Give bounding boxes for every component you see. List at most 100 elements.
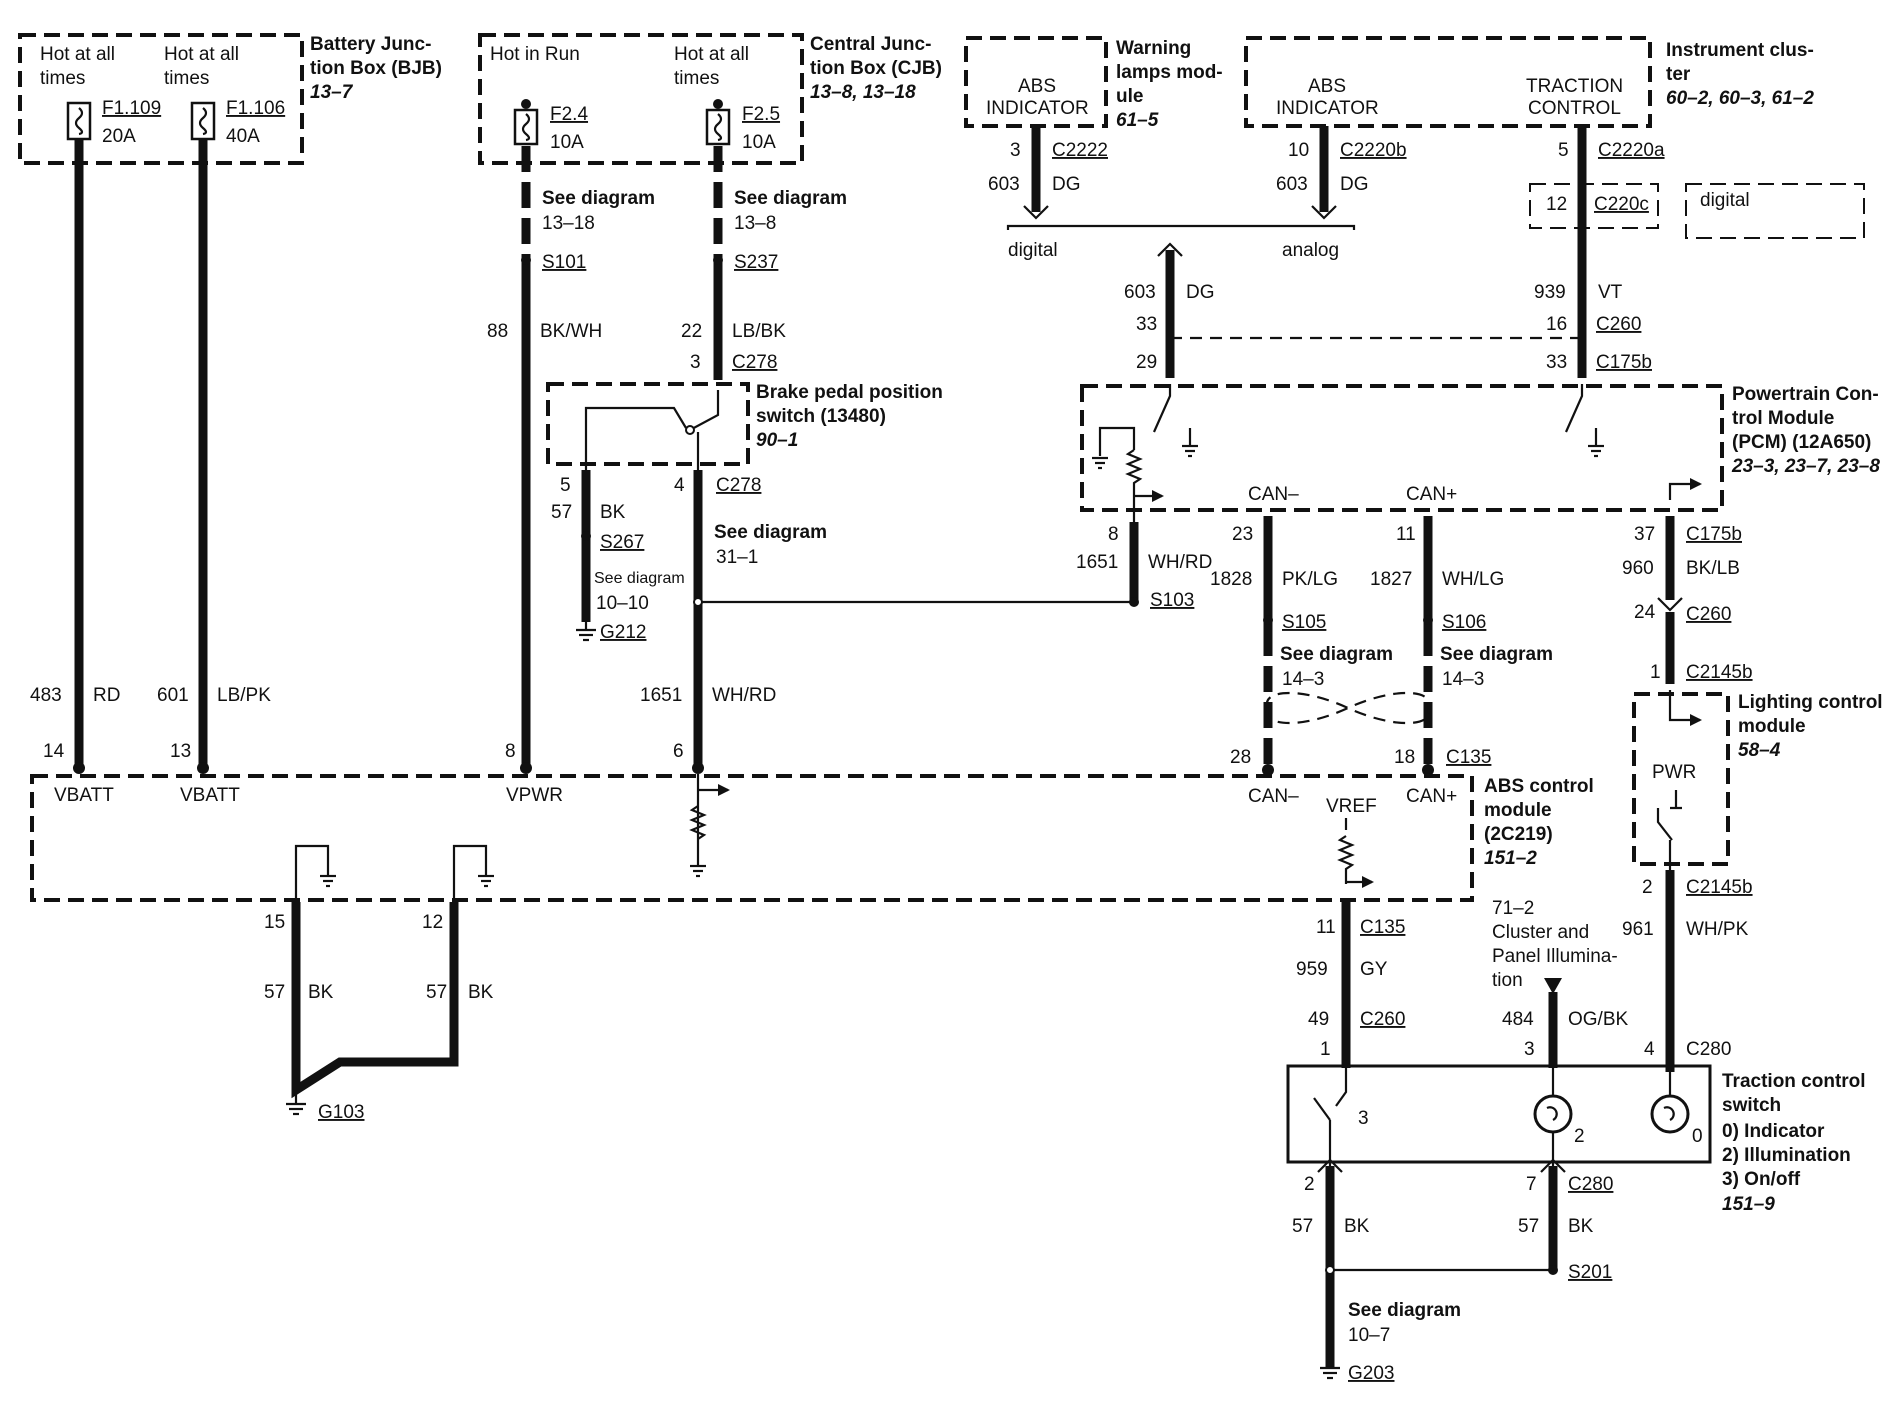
see-diagram-s237: See diagram (734, 188, 847, 209)
connector-c260-bottom: C260 (1360, 1009, 1405, 1030)
pin-3-c278: 3 (690, 352, 701, 373)
fuse-f1106-rating: 40A (226, 126, 260, 147)
label-601: 601 (157, 685, 189, 706)
see-diagram-s201: See diagram (1348, 1300, 1461, 1321)
label-939: 939 (1534, 282, 1566, 303)
s201-tap-dot (1325, 1265, 1335, 1275)
label-lbpk: LB/PK (217, 685, 271, 706)
tcs-legend-0: 0) Indicator (1722, 1121, 1825, 1142)
lcm-title-1: Lighting control (1738, 692, 1883, 713)
label-483: 483 (30, 685, 62, 706)
ground-g203-label: G203 (1348, 1363, 1394, 1384)
pin-33-c260-left: 33 (1136, 314, 1157, 335)
see-diagram-s106: See diagram (1440, 644, 1553, 665)
see-diagram-s105-ref: 14–3 (1282, 669, 1324, 690)
abs-control-module: VBATT VBATT VPWR CAN– CAN+ VREF ABS cont… (30, 774, 1594, 902)
splice-s103-dot (1129, 597, 1139, 607)
wlm-indicator-label: INDICATOR (986, 98, 1089, 119)
fuse-f25-rating: 10A (742, 132, 776, 153)
splice-s201-label: S201 (1568, 1262, 1612, 1283)
splice-s237-label: S237 (734, 252, 778, 273)
bpp-ref: 90–1 (756, 430, 798, 451)
central-junction-box: Hot in Run Hot at all times F2.4 10A F2.… (478, 33, 942, 165)
lcm-title-2: module (1738, 716, 1806, 737)
label-bklb: BK/LB (1686, 558, 1740, 579)
label-57-mid: 57 (426, 982, 447, 1003)
traction-control-switch: 3 2 0 Traction control switch 0) Indicat… (1286, 1064, 1866, 1215)
pcm-ground-icon-3 (1092, 426, 1136, 470)
abs-vref: VREF (1326, 796, 1377, 817)
powertrain-control-module: CAN– CAN+ Powertrain Con- trol Module (P… (1080, 384, 1880, 522)
label-961: 961 (1622, 919, 1654, 940)
abs-ground-loop-1 (294, 844, 330, 900)
cjb-hot-label-b: times (674, 68, 719, 89)
pin-8-pcm: 8 (1108, 524, 1119, 545)
tcs-ref: 151–9 (1722, 1194, 1775, 1215)
c280-arrow-left (1317, 1158, 1343, 1173)
connector-c260-right: C260 (1686, 604, 1731, 625)
label-959: 959 (1296, 959, 1328, 980)
label-bk-lamp: BK (1568, 1216, 1594, 1237)
vbatt-terminal-dot-2 (197, 762, 209, 774)
label-1651-left: 1651 (640, 685, 682, 706)
see-diagram-s101: See diagram (542, 188, 655, 209)
see-diagram-s106-ref: 14–3 (1442, 669, 1484, 690)
label-88: 88 (487, 321, 508, 342)
ground-g212-icon (576, 622, 596, 642)
abs-ground-icon-1 (320, 874, 336, 888)
label-603: 603 (1124, 282, 1156, 303)
pin-33-c175b: 33 (1546, 352, 1567, 373)
ic-title-2: ter (1666, 64, 1691, 85)
label-57-switch: 57 (1292, 1216, 1313, 1237)
wlm-title-1: Warning (1116, 38, 1191, 59)
connector-c280-top: C280 (1686, 1039, 1731, 1060)
label-1651-right: 1651 (1076, 552, 1118, 573)
splice-s105-label: S105 (1282, 612, 1326, 633)
label-57-left: 57 (264, 982, 285, 1003)
can-and-pcm-wires: 8 1651 WH/RD S103 23 1828 PK/LG S105 See… (1076, 516, 1753, 776)
vpwr-and-brake-wires: See diagram 13–18 S101 88 BK/WH 8 See di… (487, 146, 1130, 774)
pin-12-abs: 12 (422, 912, 443, 933)
pcm-switch-2 (1564, 384, 1584, 433)
fuse-f1106-element (198, 107, 208, 136)
fuse-f25-icon (705, 108, 731, 146)
fuse-f1109-rating: 20A (102, 126, 136, 147)
bpp-switch-pivot (685, 425, 695, 435)
abs-vbatt-1: VBATT (54, 785, 114, 806)
fuse-f24-label: F2.4 (550, 104, 588, 125)
illumination-filament (1546, 1106, 1558, 1121)
pin-1-c280: 1 (1320, 1039, 1331, 1060)
pin-3-c2222: 3 (1010, 140, 1021, 161)
pin-15: 15 (264, 912, 285, 933)
label-pklg: PK/LG (1282, 569, 1338, 590)
pcm-resistor (1125, 449, 1143, 522)
vbatt-terminal-dot-1 (73, 762, 85, 774)
connector-c2145b-top: C2145b (1686, 662, 1753, 683)
abs-vbatt-2: VBATT (180, 785, 240, 806)
pin-11-c135: 11 (1316, 917, 1336, 938)
tcs-outline (1286, 1064, 1712, 1164)
bpp-terminal-dot (692, 762, 704, 774)
illumination-wire: 71–2 Cluster and Panel Illumina- tion 48… (1492, 898, 1731, 1068)
pin-5-c2220a: 5 (1558, 140, 1569, 161)
tcs-pin-2: 2 (1574, 1126, 1585, 1147)
fuse-f24-rating: 10A (550, 132, 584, 153)
abs-title-3: (2C219) (1484, 824, 1553, 845)
pcm-can-arrow (1690, 478, 1702, 490)
label-whrd-left: WH/RD (712, 685, 776, 706)
connector-c135-top: C135 (1446, 747, 1491, 768)
ic-abs-label: ABS (1308, 76, 1346, 97)
ic-traction-label: TRACTION (1526, 76, 1623, 97)
pcm-ground-icon-2 (1588, 428, 1604, 458)
cjb-title-1: Central Junc- (810, 34, 931, 55)
label-1827: 1827 (1370, 569, 1412, 590)
pcm-can-minus: CAN– (1248, 484, 1299, 505)
pin-12: 12 (1546, 194, 1567, 215)
cjb-bus-dot-1 (521, 99, 531, 109)
label-whpk: WH/PK (1686, 919, 1749, 940)
pcm-outline (1080, 384, 1724, 512)
abs-vref-resistor (1337, 835, 1355, 884)
pin-16: 16 (1546, 314, 1567, 335)
abs-can-minus-dot (1262, 764, 1274, 776)
pin-8-vpwr: 8 (505, 741, 516, 762)
